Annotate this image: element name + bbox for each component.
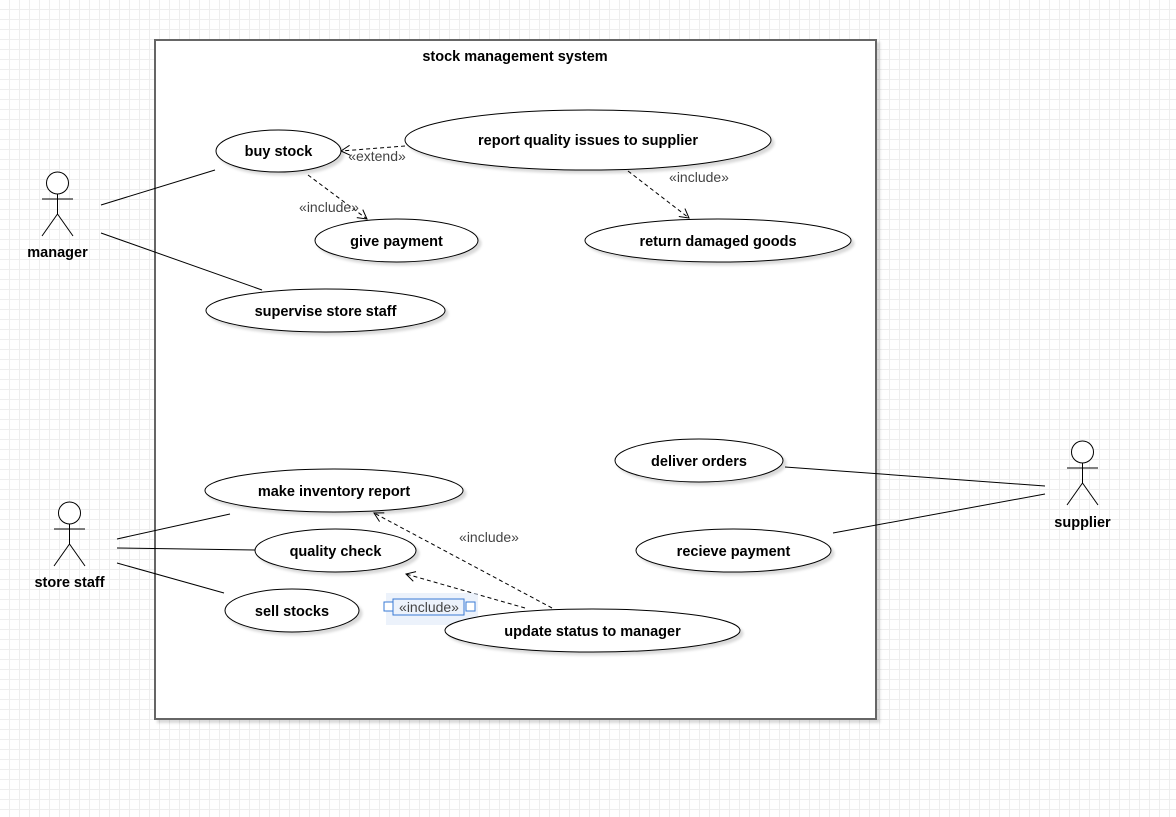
actor-label: manager [27, 245, 88, 261]
assoc-supplier-recieve[interactable] [832, 493, 1046, 534]
stick-figure-icon [41, 171, 74, 237]
use-case-return-damaged[interactable]: return damaged goods [584, 218, 852, 263]
use-case-label: recieve payment [677, 544, 791, 560]
include-label-report-return[interactable]: «include» [669, 169, 729, 185]
dependencies [307, 144, 690, 609]
assoc-staff-inventory[interactable] [116, 513, 231, 540]
use-case-label: report quality issues to supplier [478, 133, 698, 149]
include-label-update-quality[interactable]: «include» [399, 599, 459, 615]
assoc-staff-sell[interactable] [116, 562, 225, 594]
use-case-supervise-staff[interactable]: supervise store staff [205, 288, 446, 333]
use-case-label: make inventory report [258, 484, 410, 500]
use-case-recieve-payment[interactable]: recieve payment [635, 528, 832, 573]
use-case-report-quality[interactable]: report quality issues to supplier [404, 109, 772, 171]
use-case-make-inventory[interactable]: make inventory report [204, 468, 464, 513]
extend-label[interactable]: «extend» [348, 148, 406, 164]
stick-figure-icon [53, 501, 86, 567]
use-case-sell-stocks[interactable]: sell stocks [224, 588, 360, 633]
include-arrow-buy-payment[interactable] [307, 174, 368, 220]
use-case-label: update status to manager [504, 624, 681, 640]
system-title: stock management system [422, 49, 607, 65]
selection-handle-right[interactable] [465, 601, 476, 612]
actor-store-staff[interactable]: store staff [34, 501, 105, 591]
stick-figure-icon [1066, 440, 1099, 506]
include-label-update-inventory[interactable]: «include» [459, 529, 519, 545]
actor-manager[interactable]: manager [27, 171, 88, 261]
use-case-buy-stock[interactable]: buy stock [215, 129, 342, 173]
use-case-update-status[interactable]: update status to manager [444, 608, 741, 653]
extend-arrow[interactable] [339, 144, 406, 156]
use-case-label: deliver orders [651, 454, 747, 470]
use-case-label: return damaged goods [639, 234, 796, 250]
selection-highlight[interactable] [383, 593, 478, 625]
use-case-quality-check[interactable]: quality check [254, 528, 417, 573]
use-case-deliver-orders[interactable]: deliver orders [614, 438, 784, 483]
actor-label: supplier [1054, 515, 1111, 531]
use-case-give-payment[interactable]: give payment [314, 218, 479, 263]
actor-label: store staff [34, 575, 104, 591]
actor-supplier[interactable]: supplier [1054, 440, 1111, 531]
use-cases: buy stock report quality issues to suppl… [204, 109, 852, 653]
assoc-supplier-deliver[interactable] [784, 466, 1046, 487]
use-case-label: quality check [290, 544, 383, 560]
use-case-label: give payment [350, 234, 443, 250]
selection-handle-left[interactable] [383, 601, 394, 612]
include-arrow-update-inventory[interactable] [373, 512, 553, 609]
stereotype-labels: «extend» «include» «include» «include» «… [299, 148, 729, 615]
use-case-label: supervise store staff [255, 304, 397, 320]
assoc-staff-quality[interactable] [116, 547, 257, 551]
include-arrow-report-return[interactable] [627, 170, 690, 219]
use-case-label: buy stock [245, 144, 314, 160]
assoc-manager-supervise[interactable] [100, 232, 263, 291]
include-label-buy-payment[interactable]: «include» [299, 199, 359, 215]
use-case-label: sell stocks [255, 604, 329, 620]
associations [100, 169, 1046, 594]
assoc-manager-buy-stock[interactable] [100, 169, 216, 206]
